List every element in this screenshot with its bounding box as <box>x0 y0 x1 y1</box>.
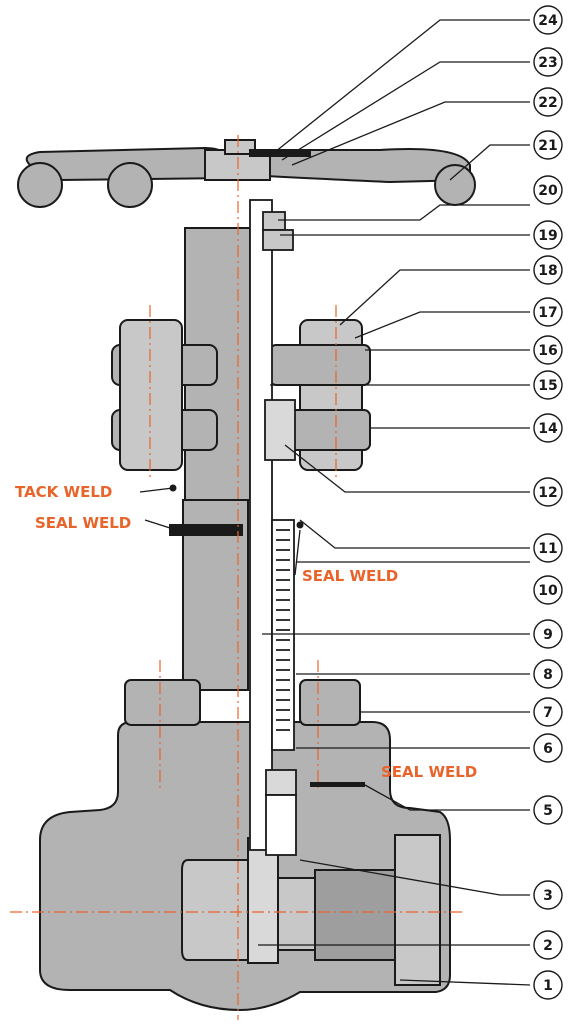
callout-18: 18 <box>533 255 563 285</box>
callout-number: 7 <box>543 705 553 721</box>
callout-number: 12 <box>538 485 557 501</box>
callout-number: 18 <box>538 263 557 279</box>
callouts: 24 23 22 21 20 19 18 17 16 15 14 12 11 1… <box>533 5 563 1000</box>
callout-11: 11 <box>533 533 563 563</box>
callout-20: 20 <box>533 175 563 205</box>
callout-19: 19 <box>533 220 563 250</box>
callout-1: 1 <box>533 970 563 1000</box>
callout-8: 8 <box>533 659 563 689</box>
bonnet-yoke <box>111 227 371 726</box>
centerlines <box>10 135 465 1020</box>
seal-weld-bonnet-label: SEAL WELD <box>381 763 477 781</box>
callout-21: 21 <box>533 130 563 160</box>
bonnet-seal-weld-mark <box>310 782 365 787</box>
callout-16: 16 <box>533 335 563 365</box>
callout-number: 11 <box>538 541 557 557</box>
callout-number: 16 <box>538 343 557 359</box>
tack-weld-label: TACK WELD <box>15 483 112 501</box>
callout-number: 1 <box>543 978 553 994</box>
callout-number: 9 <box>543 627 553 643</box>
callout-15: 15 <box>533 370 563 400</box>
callout-number: 2 <box>543 938 553 954</box>
valve-body <box>39 721 451 1012</box>
callout-number: 6 <box>543 741 553 757</box>
callout-2: 2 <box>533 930 563 960</box>
callout-number: 3 <box>543 888 553 904</box>
callout-22: 22 <box>533 87 563 117</box>
callout-number: 19 <box>538 228 557 244</box>
callout-number: 5 <box>543 803 553 819</box>
weld-labels: TACK WELD SEAL WELD SEAL WELD SEAL WELD <box>15 483 477 781</box>
handwheel <box>17 139 476 208</box>
seal-weld-bellows-label: SEAL WELD <box>302 567 398 585</box>
callout-number: 22 <box>538 95 557 111</box>
tack-weld-point <box>169 484 177 492</box>
callout-number: 23 <box>538 55 557 71</box>
callout-9: 9 <box>533 619 563 649</box>
callout-number: 24 <box>538 13 558 29</box>
callout-number: 14 <box>538 421 558 437</box>
callout-6: 6 <box>533 733 563 763</box>
seal-weld-left-label: SEAL WELD <box>35 514 131 532</box>
callout-3: 3 <box>533 880 563 910</box>
seal-weld-point <box>296 521 304 529</box>
callout-5: 5 <box>533 795 563 825</box>
callout-number: 17 <box>538 305 557 321</box>
callout-17: 17 <box>533 297 563 327</box>
callout-number: 21 <box>538 138 557 154</box>
callout-10: 10 <box>533 575 563 605</box>
callout-number: 15 <box>538 378 557 394</box>
callout-number: 8 <box>543 667 553 683</box>
callout-14: 14 <box>533 413 563 443</box>
callout-23: 23 <box>533 47 563 77</box>
internals-section <box>249 199 297 856</box>
callout-12: 12 <box>533 477 563 507</box>
callout-7: 7 <box>533 697 563 727</box>
callout-number: 20 <box>538 183 558 199</box>
weld-marks <box>169 484 365 787</box>
leader-lines <box>139 19 531 986</box>
callout-number: 10 <box>538 583 558 599</box>
callout-24: 24 <box>533 5 563 35</box>
